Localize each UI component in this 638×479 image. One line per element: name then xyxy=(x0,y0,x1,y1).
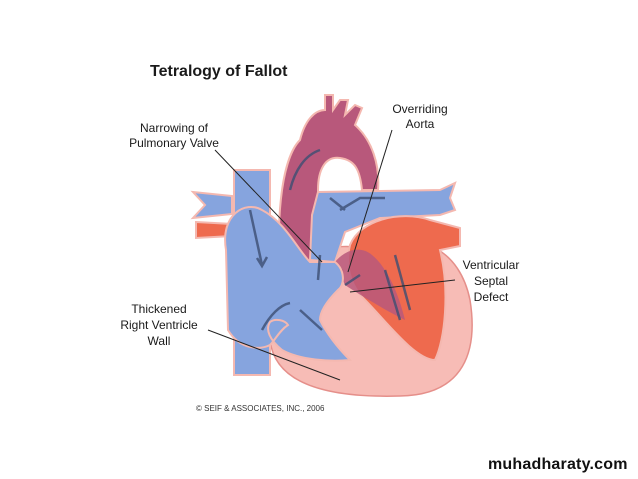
label-line: Defect xyxy=(473,290,509,304)
pulmonary-artery xyxy=(308,181,457,264)
label-line: Wall xyxy=(147,334,171,348)
watermark: muhadharaty.com xyxy=(488,456,628,473)
label-line: Narrowing of xyxy=(139,121,209,135)
overriding-aorta-root xyxy=(335,249,405,320)
left-vessels xyxy=(190,190,233,240)
label-line: Thickened xyxy=(131,302,187,316)
label-overriding-aorta: Overriding Aorta xyxy=(385,102,455,132)
aorta xyxy=(278,94,380,292)
label-line: Overriding xyxy=(392,102,448,116)
label-thickened-rv-wall: Thickened Right Ventricle Wall xyxy=(112,301,206,349)
label-line: Pulmonary Valve xyxy=(129,136,219,150)
blood-flow-arrows xyxy=(248,148,412,331)
label-line: Right Ventricle xyxy=(120,318,198,332)
label-line: Ventricular xyxy=(462,258,520,272)
right-ventricle xyxy=(224,205,353,362)
diagram-title: Tetralogy of Fallot xyxy=(150,63,288,80)
leader-lines xyxy=(207,129,456,381)
label-ventricular-septal-defect: Ventricular Septal Defect xyxy=(456,257,526,305)
copyright-text: © SEIF & ASSOCIATES, INC., 2006 xyxy=(196,404,325,413)
label-line: Aorta xyxy=(405,117,435,131)
label-pulmonary-valve: Narrowing of Pulmonary Valve xyxy=(118,121,230,151)
label-line: Septal xyxy=(473,274,509,288)
